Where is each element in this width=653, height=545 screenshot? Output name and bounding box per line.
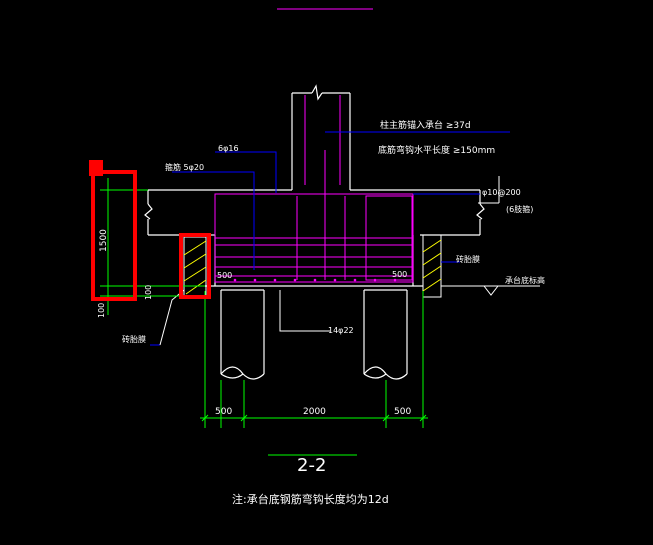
cap-bottom-elevation-line — [441, 285, 540, 296]
dim-bottom-mid-2000: 2000 — [303, 407, 326, 417]
pile-left — [220, 289, 265, 380]
rebar-cage — [214, 95, 414, 283]
label-column-anchor: 柱主筋锚入承台 ≥37d — [380, 119, 471, 131]
label-brick-left: 砖胎膜 — [122, 334, 146, 344]
dim-100-a: 100 — [144, 285, 153, 300]
label-bottom-bend: 底筋弯钩水平长度 ≥150mm — [378, 144, 495, 156]
leader-lines — [150, 131, 510, 346]
section-title: 2-2 — [297, 455, 326, 476]
label-brick-right: 砖胎膜 — [456, 254, 480, 264]
dim-100-b: 100 — [97, 303, 106, 318]
dim-inner-right-500: 500 — [392, 270, 407, 279]
label-right-bar: φ10@200 — [482, 188, 521, 197]
label-cap-bottom-elev: 承台底标高 — [505, 275, 545, 285]
brick-formwork-left — [183, 236, 207, 297]
dim-bottom-left-500: 500 — [215, 407, 232, 417]
pile-right — [363, 289, 408, 380]
label-6-bars: 6φ16 — [218, 144, 239, 153]
dim-inner-left-500: 500 — [217, 271, 232, 280]
label-stirrup: 箍筋 5φ20 — [165, 162, 204, 172]
column-outline — [291, 84, 351, 190]
rebar-dots — [233, 278, 397, 282]
label-right-bar-sub: (6肢箍) — [506, 204, 533, 214]
dim-bottom-right-500: 500 — [394, 407, 411, 417]
section-note: 注:承台底钢筋弯钩长度均为12d — [232, 492, 389, 506]
dim-height-1500: 1500 — [99, 229, 109, 252]
highlight-box-brick — [179, 233, 211, 299]
label-bottom-bars: 14φ22 — [328, 326, 354, 335]
brick-formwork-right — [422, 234, 442, 298]
highlight-box-height — [89, 160, 137, 301]
dimension-lines — [100, 178, 428, 456]
